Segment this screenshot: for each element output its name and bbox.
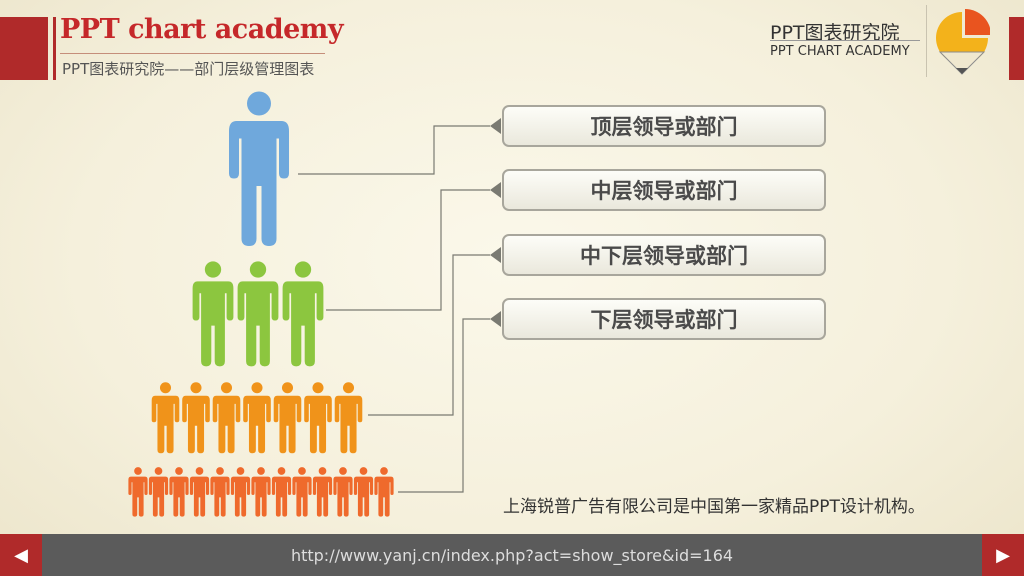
level-box-lower-middle: 中下层领导或部门: [502, 234, 826, 276]
person-figure-icon: [353, 467, 374, 517]
person-figure-icon: [243, 382, 271, 454]
brand-underline: [770, 40, 920, 41]
person-figure-icon: [304, 382, 332, 454]
pie-pencil-logo-icon: [936, 9, 990, 75]
box-pointer-middle-icon: [490, 182, 501, 198]
person-figure-icon: [189, 467, 210, 517]
person-figure-icon: [151, 382, 180, 454]
person-figure-icon: [282, 261, 324, 367]
person-figure-icon: [333, 467, 353, 517]
right-accent-bar: [1009, 17, 1024, 80]
person-figure-icon: [251, 467, 271, 517]
person-figure-icon: [128, 467, 148, 517]
person-figure-icon: [210, 467, 230, 517]
title-underline: [60, 53, 325, 54]
person-figure-icon: [292, 467, 312, 517]
connector-lines: [298, 125, 490, 493]
brand-divider: [926, 5, 927, 77]
connector-line: [398, 318, 490, 493]
left-accent-bar: [0, 17, 48, 80]
box-pointer-top-icon: [490, 118, 501, 134]
box-pointer-lower-middle-icon: [490, 247, 501, 263]
title-divider: [53, 17, 56, 80]
person-figure-icon: [192, 261, 234, 367]
footer-bar: [0, 534, 1024, 576]
person-figure-icon: [169, 467, 189, 517]
level-box-middle: 中层领导或部门: [502, 169, 826, 211]
footer-url-link[interactable]: http://www.yanj.cn/index.php?act=show_st…: [290, 545, 734, 565]
page-subtitle: PPT图表研究院——部门层级管理图表: [62, 60, 315, 78]
person-figure-icon: [212, 382, 241, 454]
connector-line: [326, 189, 490, 311]
company-tagline: 上海锐普广告有限公司是中国第一家精品PPT设计机构。: [503, 497, 925, 517]
connector-line: [368, 254, 490, 416]
brand-name-en: PPT CHART ACADEMY: [770, 44, 910, 59]
connector-line: [298, 125, 490, 175]
person-figure-icon: [374, 467, 394, 517]
page-title: PPT chart academy: [60, 14, 344, 45]
person-figure-icon: [148, 467, 169, 517]
people-figures: [128, 91, 394, 517]
person-figure-icon: [271, 467, 292, 517]
level-box-bottom: 下层领导或部门: [502, 298, 826, 340]
level-box-top: 顶层领导或部门: [502, 105, 826, 147]
person-figure-icon: [229, 91, 289, 246]
person-figure-icon: [237, 261, 279, 367]
brand-name-cn: PPT图表研究院: [770, 22, 900, 44]
person-figure-icon: [182, 382, 210, 454]
person-figure-icon: [230, 467, 251, 517]
next-slide-button[interactable]: ▶: [982, 534, 1024, 576]
prev-slide-button[interactable]: ◀: [0, 534, 42, 576]
person-figure-icon: [312, 467, 333, 517]
triangle-right-icon: ▶: [996, 544, 1010, 566]
box-pointer-bottom-icon: [490, 311, 501, 327]
person-figure-icon: [273, 382, 302, 454]
person-figure-icon: [334, 382, 363, 454]
triangle-left-icon: ◀: [14, 544, 28, 566]
